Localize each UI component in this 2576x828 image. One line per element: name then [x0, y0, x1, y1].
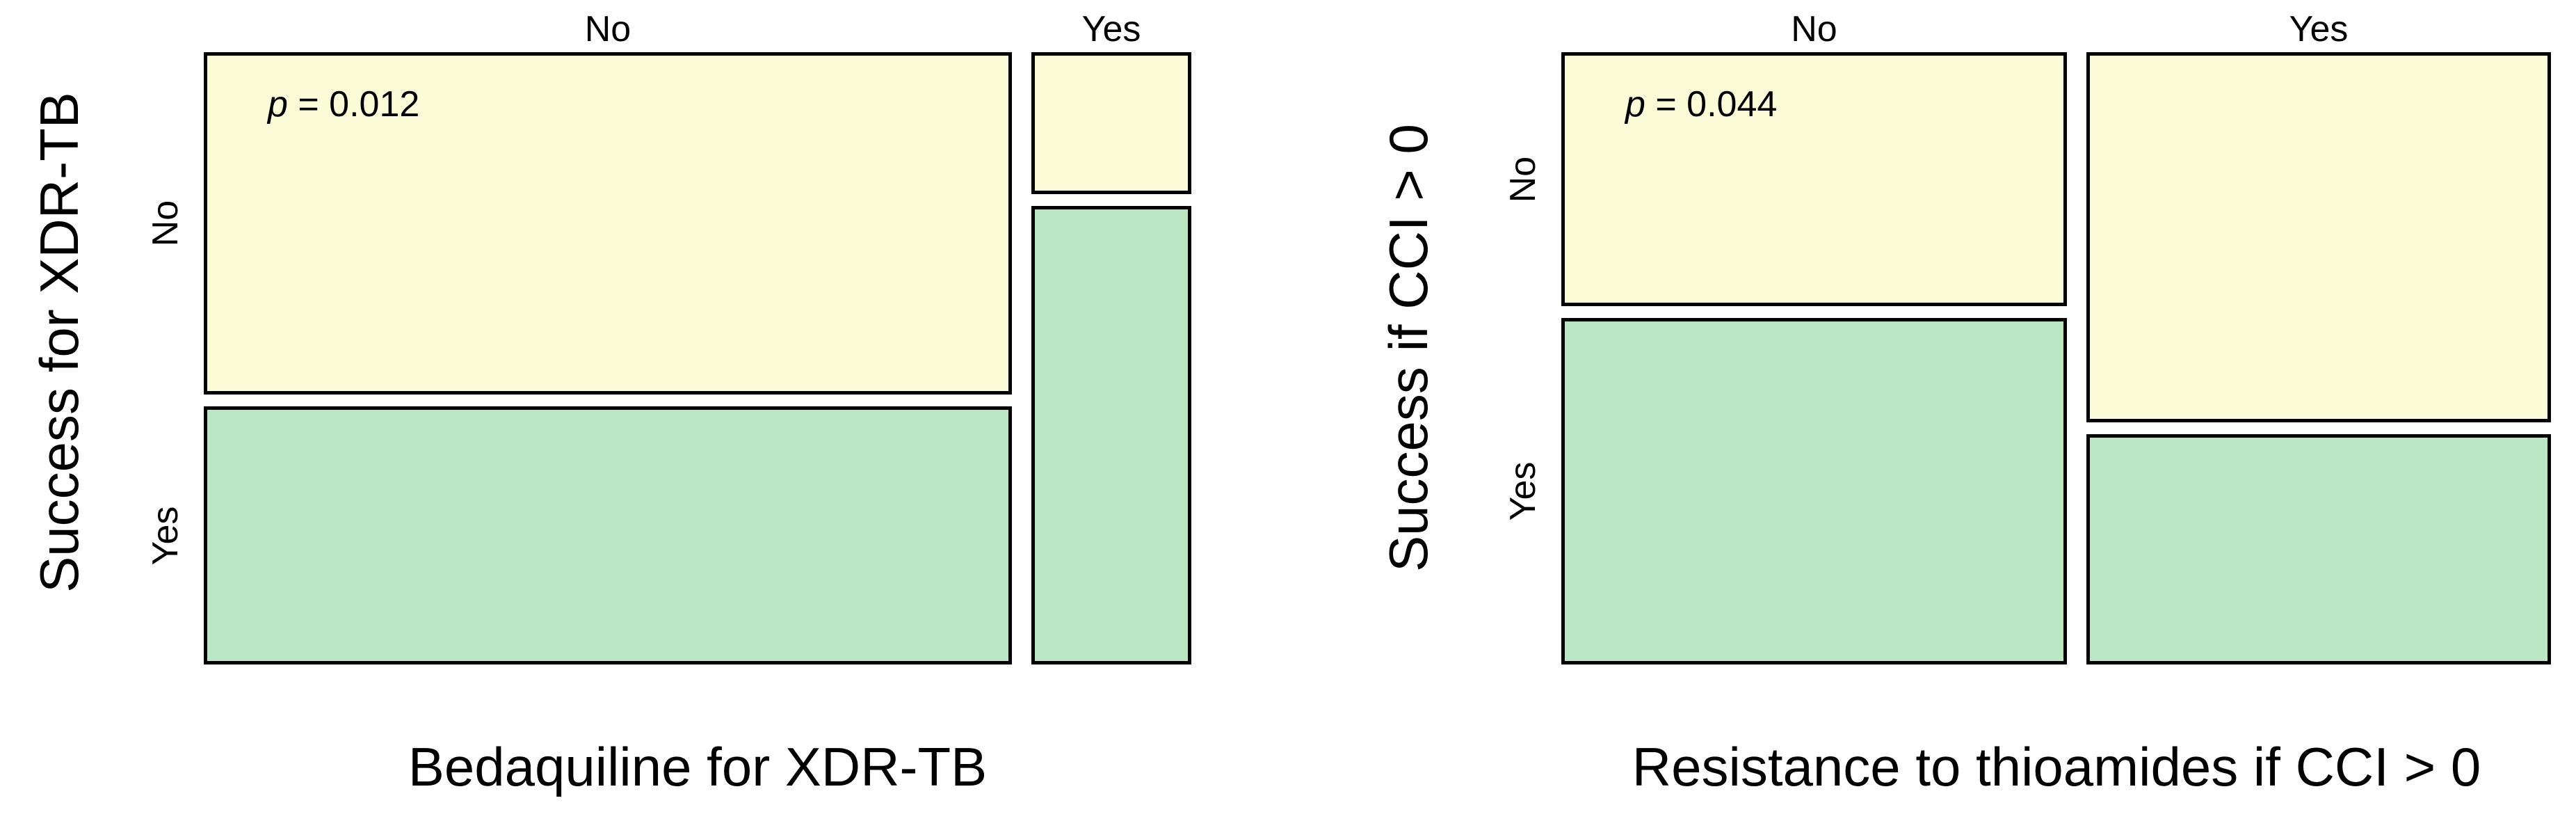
row-label-yes: Yes [145, 506, 186, 565]
x-axis-title: Bedaquiline for XDR-TB [408, 736, 988, 797]
row-label-yes: Yes [1503, 461, 1543, 521]
p-value-symbol: p [268, 84, 288, 125]
column-label-yes: Yes [1081, 9, 1141, 49]
mosaic-cell-no-yes [1561, 318, 2067, 664]
y-axis-title: Success for XDR-TB [29, 92, 90, 593]
mosaic-cell-yes-yes [1031, 206, 1191, 664]
mosaic-cell-yes-yes [2086, 434, 2551, 664]
p-value-number: = 0.012 [287, 84, 420, 125]
p-value-symbol: p [1625, 84, 1645, 125]
p-value-number: = 0.044 [1645, 84, 1778, 125]
y-axis-title: Success if CCI > 0 [1378, 124, 1439, 572]
row-label-no: No [1503, 156, 1543, 202]
mosaic-cell-no-no [204, 52, 1012, 395]
mosaic-cell-yes-no [2086, 52, 2551, 422]
p-value-label: p = 0.044 [1625, 86, 1777, 122]
mosaic-cell-no-no [1561, 52, 2067, 306]
column-label-yes: Yes [2289, 9, 2349, 49]
column-label-no: No [584, 9, 631, 49]
column-label-no: No [1791, 9, 1837, 49]
row-label-no: No [145, 200, 186, 247]
x-axis-title: Resistance to thioamides if CCI > 0 [1632, 736, 2481, 797]
mosaic-cell-no-yes [204, 406, 1012, 664]
p-value-label: p = 0.012 [268, 86, 419, 122]
mosaic-cell-yes-no [1031, 52, 1191, 194]
